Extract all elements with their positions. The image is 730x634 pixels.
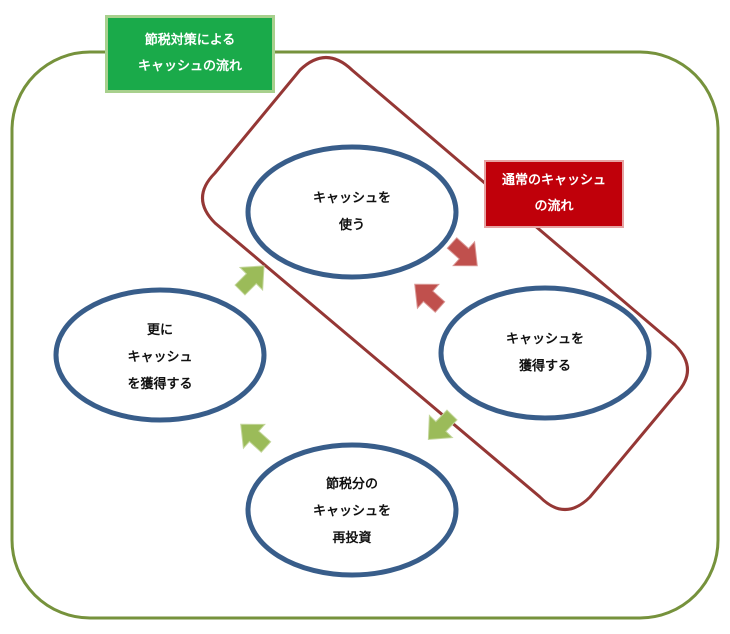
node-acquire-more-line-3: を獲得する — [127, 376, 193, 392]
red-arrow-down-right — [446, 237, 478, 267]
tax-flow-frame — [10, 50, 720, 620]
node-acquire-more-line-1: 更に — [146, 322, 173, 338]
node-reinvest-line-1: 節税分の — [325, 476, 378, 492]
node-acquire-cash-line-2: 獲得する — [518, 359, 571, 374]
node-circle-acquire-cash — [438, 285, 652, 421]
node-acquire-more-line-2: キャッシュ — [127, 349, 193, 365]
node-use-cash-line-1: キャッシュを — [312, 191, 391, 206]
node-circle-acquire-more — [53, 287, 267, 423]
green-arrow-reinvest-to-more — [240, 423, 272, 453]
node-acquire-cash: キャッシュを 獲得する — [455, 316, 635, 390]
green-arrow-more-to-use — [234, 265, 265, 296]
normal-flow-label-line-1: 通常のキャッシュ — [501, 173, 606, 188]
normal-flow-frame — [201, 56, 689, 511]
node-reinvest-line-3: 再投資 — [332, 530, 372, 546]
tax-flow-label-line-1: 節税対策による — [144, 33, 236, 48]
tax-flow-label-line-2: キャッシュの流れ — [137, 59, 242, 74]
red-arrow-up-left — [414, 283, 446, 313]
node-use-cash: キャッシュを 使う — [262, 175, 442, 249]
tax-flow-label: 節税対策による キャッシュの流れ — [105, 15, 275, 93]
node-reinvest: 節税分の キャッシュを 再投資 — [262, 466, 442, 556]
node-acquire-more: 更に キャッシュ を獲得する — [70, 312, 250, 402]
normal-flow-label: 通常のキャッシュ の流れ — [484, 160, 624, 228]
node-use-cash-line-2: 使う — [338, 218, 365, 233]
node-reinvest-line-2: キャッシュを — [312, 503, 391, 519]
node-circle-use-cash — [245, 144, 459, 280]
green-arrow-acquire-to-reinvest — [427, 409, 458, 440]
node-circle-reinvest — [245, 442, 459, 578]
normal-flow-label-line-2: の流れ — [534, 199, 574, 214]
node-acquire-cash-line-1: キャッシュを — [505, 332, 584, 347]
